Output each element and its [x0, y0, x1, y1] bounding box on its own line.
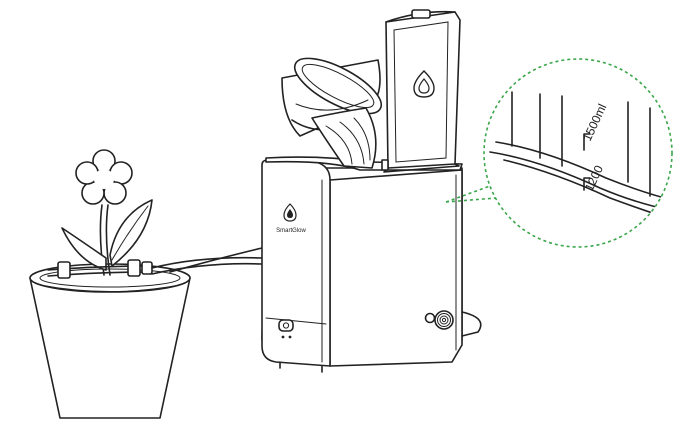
indicator-dot-left — [281, 335, 285, 339]
leaf-right — [109, 199, 153, 267]
reservoir-lid — [381, 9, 461, 173]
flower — [61, 149, 153, 276]
zoom-detail — [489, 91, 672, 223]
side-button[interactable] — [424, 312, 436, 324]
leaf-drop-icon — [283, 203, 297, 222]
fingerprint-sensor-icon[interactable] — [434, 310, 454, 330]
brand-label: SmartGlow — [276, 228, 306, 234]
plant-pot — [29, 263, 191, 419]
indicator-dot-right — [288, 335, 292, 339]
lid-logo-icon — [413, 70, 435, 98]
leaf-left — [61, 227, 107, 271]
callout-pointer — [445, 185, 497, 203]
water-stream — [311, 107, 377, 169]
drip-tubing — [47, 247, 263, 279]
zoom-callout-ring — [483, 58, 673, 248]
zoom-background — [484, 59, 672, 247]
power-button-icon[interactable] — [278, 319, 294, 332]
reservoir-device: SmartGlow — [261, 156, 482, 373]
flower-bloom — [75, 149, 133, 205]
